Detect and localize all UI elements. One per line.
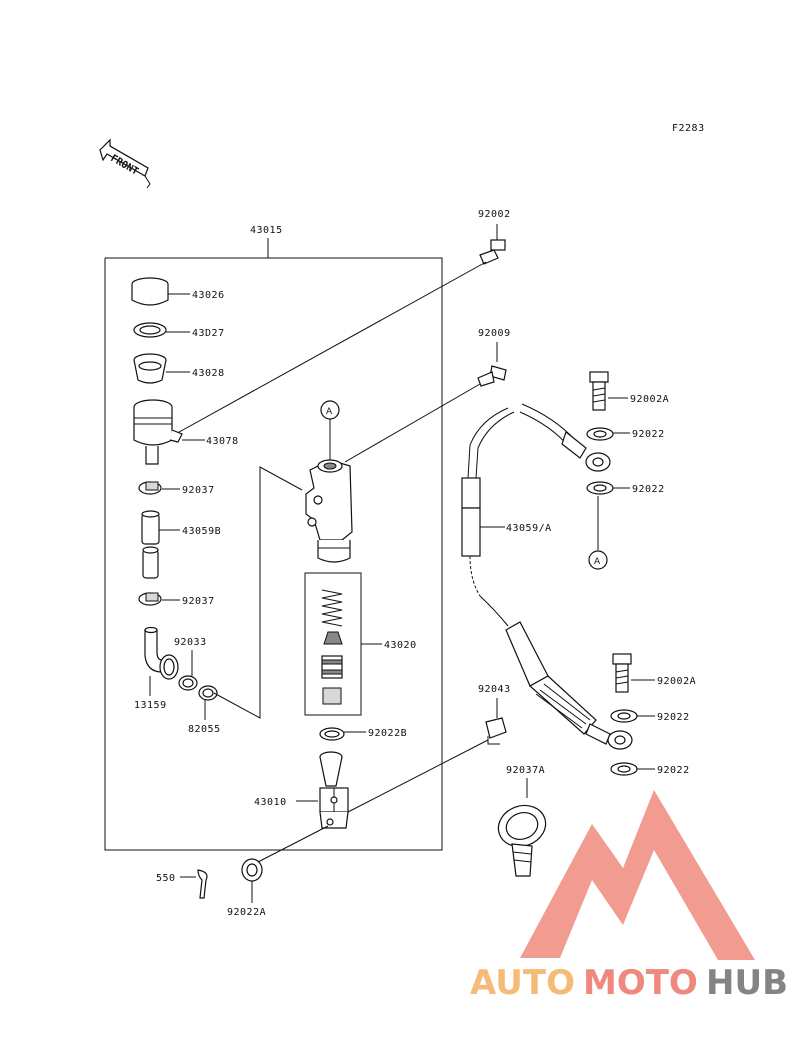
front-arrow-icon: FRONT	[99, 138, 151, 189]
diaphragm-plate-43027	[133, 322, 190, 338]
label-43020: 43020	[384, 640, 417, 651]
diaphragm-43028	[133, 353, 190, 384]
watermark-auto: AUTO	[470, 963, 575, 1003]
label-43078: 43078	[206, 436, 239, 447]
pin-92043	[485, 698, 507, 745]
washer-92022-b	[586, 481, 630, 550]
bolt-92002	[479, 224, 506, 265]
label-92022-a: 92022	[632, 429, 665, 440]
leader-92043	[347, 739, 489, 813]
washer-92022a	[241, 858, 263, 903]
label-550: 550	[156, 873, 176, 884]
label-43028: 43028	[192, 368, 225, 379]
washer-92022-a	[586, 427, 630, 441]
label-92002a-top: 92002A	[630, 394, 669, 405]
label-92037-a: 92037	[182, 485, 215, 496]
label-92037a: 92037A	[506, 765, 545, 776]
label-43059b: 43059B	[182, 526, 221, 537]
banjo-bolt-92002a-top	[589, 371, 628, 411]
leader-92002	[171, 261, 487, 437]
master-cylinder-body: A	[305, 400, 353, 563]
watermark-moto: MOTO	[583, 963, 698, 1003]
pushrod-43010	[296, 751, 349, 829]
label-82055: 82055	[188, 724, 221, 735]
oring-82055	[198, 685, 218, 720]
washer-92022b	[319, 727, 366, 741]
figure-code: F2283	[672, 123, 705, 134]
label-92022-d: 92022	[657, 765, 690, 776]
circlip-92033	[159, 650, 198, 691]
leader-82055	[213, 466, 303, 719]
label-43015: 43015	[250, 225, 283, 236]
clamp-92037-b	[138, 592, 180, 606]
washer-92022-d	[610, 762, 655, 776]
ref-circle-a-right	[588, 550, 608, 570]
label-92037-b: 92037	[182, 596, 215, 607]
label-43026: 43026	[192, 290, 225, 301]
label-92009: 92009	[478, 328, 511, 339]
ref-a-right-label: A	[594, 557, 601, 567]
label-13159: 13159	[134, 700, 167, 711]
clamp-92037-a	[138, 481, 180, 495]
label-92022-c: 92022	[657, 712, 690, 723]
banjo-bolt-92002a-bot	[612, 653, 655, 693]
label-92043: 92043	[478, 684, 511, 695]
hose-guide-92037a	[497, 778, 547, 877]
label-92022-b: 92022	[632, 484, 665, 495]
automotohub-watermark-logo: AUTO MOTO HUB	[470, 790, 788, 1003]
hose-43059b	[141, 510, 180, 579]
bolt-92009	[477, 342, 507, 387]
label-92002: 92002	[478, 209, 511, 220]
label-92033: 92033	[174, 637, 207, 648]
ref-a-top-label: A	[326, 407, 333, 417]
leader-92022a	[257, 825, 329, 863]
label-92022b: 92022B	[368, 728, 407, 739]
watermark-hub: HUB	[706, 963, 788, 1003]
reservoir-cap-43026	[131, 277, 190, 306]
washer-92022-c	[610, 709, 655, 723]
leader-92009	[344, 383, 481, 463]
label-43059a: 43059/A	[506, 523, 552, 534]
label-92002a-bot: 92002A	[657, 676, 696, 687]
label-43010: 43010	[254, 797, 287, 808]
label-92022a: 92022A	[227, 907, 266, 918]
label-43027: 43D27	[192, 328, 225, 339]
reservoir-43078	[133, 399, 205, 465]
brake-hose-43059a	[461, 403, 633, 750]
assembly-frame	[104, 238, 443, 851]
piston-kit-43020	[304, 572, 382, 716]
cotter-pin-550	[180, 869, 208, 899]
